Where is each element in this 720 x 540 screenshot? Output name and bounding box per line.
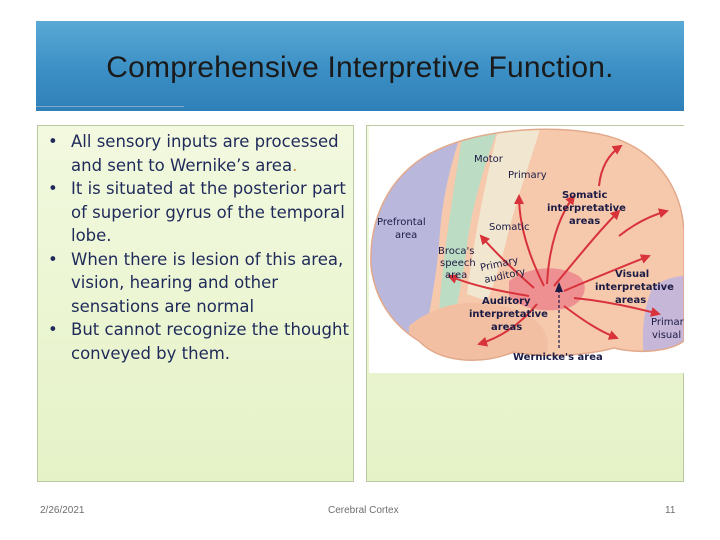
label-somatic-interp-2: interpretative: [547, 203, 626, 214]
wernicke-pointer-head: [555, 282, 563, 292]
footer-date: 2/26/2021: [40, 505, 85, 516]
bullet-text: It is situated at the posterior part of …: [71, 179, 346, 245]
bullet-icon: •: [48, 320, 58, 339]
bullet-accent: .: [292, 155, 298, 175]
bullet-text: But cannot recognize the thought conveye…: [71, 320, 349, 363]
label-prefrontal-2: area: [395, 230, 417, 241]
title-bar: Comprehensive Interpretive Function.: [36, 21, 684, 111]
temporal-lobe: [409, 302, 548, 361]
title-underline: [36, 106, 184, 107]
bullet-item: • All sensory inputs are processed and se…: [46, 130, 351, 177]
label-somatic-interp-3: areas: [569, 216, 600, 227]
footer-title: Cerebral Cortex: [328, 505, 399, 516]
arrow: [514, 194, 545, 287]
arrow: [563, 254, 651, 292]
association-arrows: [447, 144, 669, 347]
label-motor: Motor: [474, 154, 504, 165]
label-auditory-interp-3: areas: [491, 322, 522, 333]
label-broca-1: Broca's: [438, 246, 474, 257]
label-primary-top: Primary: [508, 170, 547, 181]
footer-page-number: 11: [665, 505, 676, 516]
bullet-icon: •: [48, 249, 58, 269]
bullet-item: • But cannot recognize the thought convey…: [46, 318, 351, 365]
primary-visual-region: [642, 276, 684, 356]
bullet-item: • When there is lesion of this area, visi…: [46, 248, 351, 319]
arrow: [553, 209, 621, 287]
label-auditory-interp-2: interpretative: [469, 309, 548, 320]
somatic-strip: [467, 129, 541, 301]
label-visual-interp-2: interpretative: [595, 282, 674, 293]
arrow: [563, 305, 619, 340]
bullet-icon: •: [48, 132, 58, 151]
slide-title: Comprehensive Interpretive Function.: [106, 51, 614, 84]
bullet-text: All sensory inputs are processed and sen…: [71, 132, 339, 175]
bullet-text: When there is lesion of this area, visio…: [71, 249, 344, 316]
label-prefrontal-1: Prefrontal: [377, 217, 426, 228]
label-broca-2: speech: [440, 258, 476, 269]
arrow: [477, 303, 538, 347]
text-panel: • All sensory inputs are processed and se…: [37, 125, 354, 482]
arrow: [546, 194, 576, 285]
label-primary-visual-2: visual: [652, 330, 681, 341]
label-broca-3: area: [445, 270, 467, 281]
bullet-icon: •: [48, 179, 58, 198]
motor-strip: [439, 129, 499, 316]
bullet-list: • All sensory inputs are processed and se…: [46, 130, 351, 365]
label-somatic-interp-1: Somatic: [562, 190, 607, 201]
label-auditory-interp-1: Auditory: [482, 296, 531, 307]
label-primary-visual-1: Primary: [651, 317, 684, 328]
arrow: [598, 144, 623, 187]
brain-diagram: Motor Primary Somatic interpretative are…: [369, 126, 684, 373]
arrow: [479, 234, 535, 289]
arrow: [618, 208, 669, 237]
label-somatic-mid: Somatic: [489, 222, 530, 233]
label-visual-interp-1: Visual: [615, 269, 649, 280]
bullet-item: • It is situated at the posterior part of…: [46, 177, 351, 248]
wernicke-region: [509, 268, 585, 311]
label-wernicke: Wernicke's area: [513, 352, 603, 363]
label-visual-interp-3: areas: [615, 295, 646, 306]
arrow: [447, 274, 530, 297]
arrow: [573, 297, 661, 317]
brain-outline: [370, 128, 684, 361]
